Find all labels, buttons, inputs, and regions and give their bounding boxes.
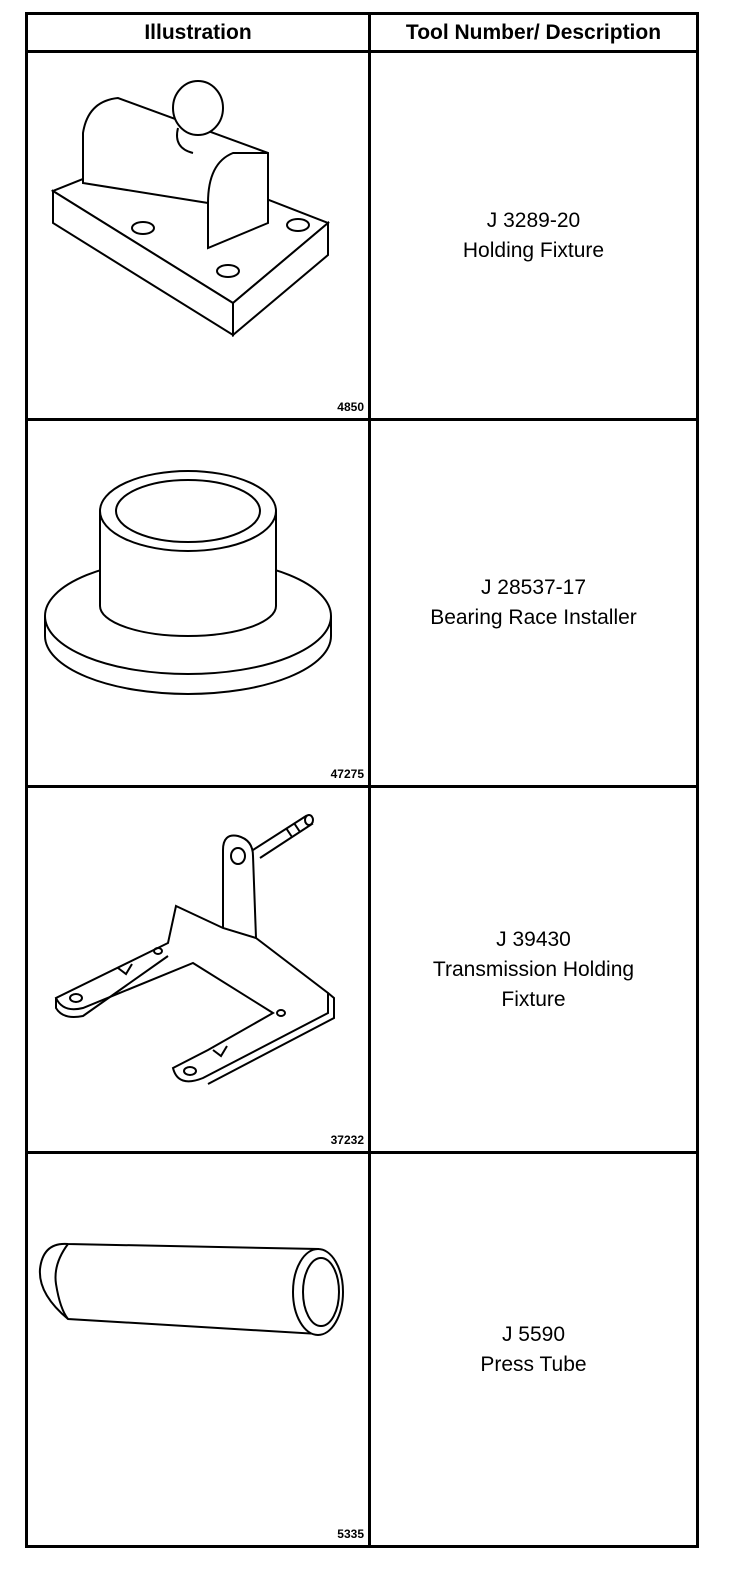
tool-description-cell: J 28537-17 Bearing Race Installer: [371, 421, 696, 785]
table-row: 4850 J 3289-20 Holding Fixture: [28, 53, 696, 421]
illustration-press-tube: 5335: [28, 1154, 368, 1545]
illustration-holding-fixture: 4850: [28, 53, 368, 418]
table-row: 47275 J 28537-17 Bearing Race Installer: [28, 421, 696, 788]
tool-description-cell: J 3289-20 Holding Fixture: [371, 53, 696, 418]
tool-table: Illustration Tool Number/ Description: [25, 12, 699, 1548]
tool-number: J 28537-17: [480, 576, 587, 599]
figure-number: 4850: [337, 400, 364, 414]
tool-description-cell: J 5590 Press Tube: [371, 1154, 696, 1545]
tool-description: Bearing Race Installer: [430, 606, 637, 629]
tool-number: J 39430: [496, 927, 571, 951]
header-illustration: Illustration: [144, 21, 252, 44]
figure-number: 47275: [330, 767, 364, 781]
column-divider: [368, 15, 371, 1545]
figure-number: 5335: [337, 1527, 364, 1541]
illustration-transmission-holding-fixture: 37232: [28, 788, 368, 1151]
tool-description-line2: Fixture: [501, 987, 566, 1011]
illustration-bearing-race-installer: 47275: [28, 421, 368, 785]
tool-description: Transmission Holding: [432, 957, 635, 981]
tool-description: Holding Fixture: [462, 238, 605, 262]
header-tool-number-description: Tool Number/ Description: [405, 21, 662, 44]
table-row: 5335 J 5590 Press Tube: [28, 1154, 696, 1545]
tool-description-cell: J 39430 Transmission Holding Fixture: [371, 788, 696, 1151]
figure-number: 37232: [330, 1133, 364, 1147]
tool-number: J 3289-20: [486, 208, 581, 232]
table-header: Illustration Tool Number/ Description: [28, 15, 696, 53]
tool-number: J 5590: [501, 1322, 566, 1346]
table-row: 37232 J 39430 Transmission Holding Fixtu…: [28, 788, 696, 1154]
tool-description: Press Tube: [480, 1352, 587, 1376]
